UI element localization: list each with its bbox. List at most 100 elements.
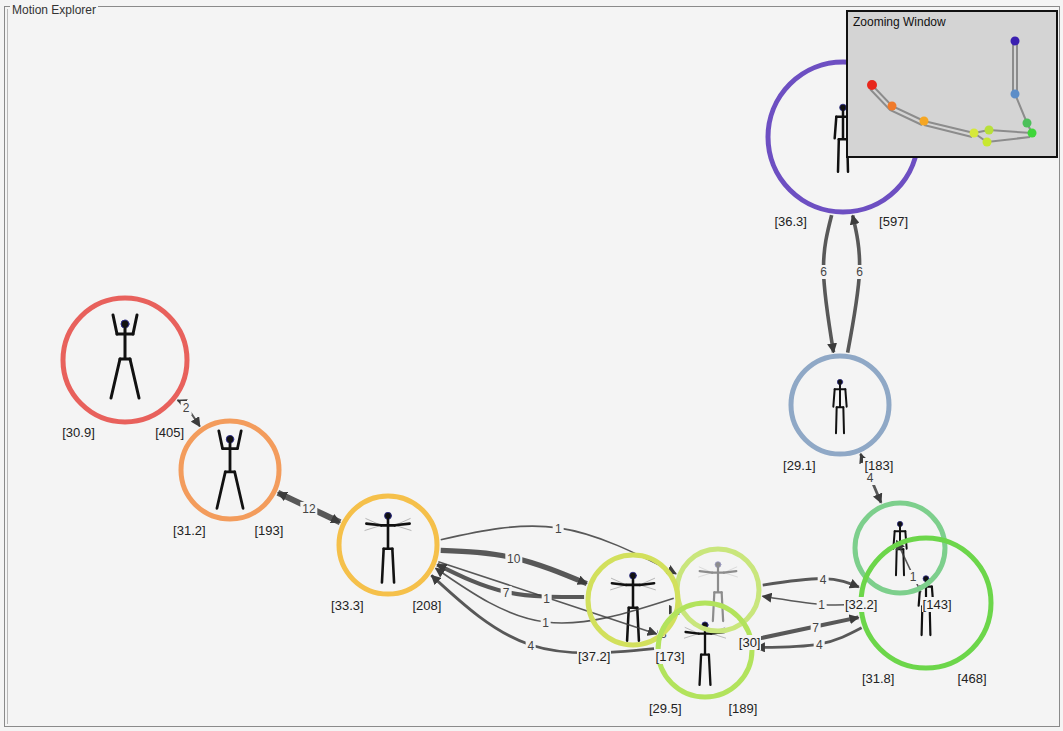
cluster-frame-count: [30] [738,635,762,650]
cluster-ring [60,295,190,425]
transition-count: 7 [810,621,821,635]
transition-arrow [897,541,921,593]
transition-count: 6 [854,265,865,279]
cluster-ring-circle [855,503,945,593]
cluster-label-wrap: [183] [863,456,894,474]
minimap [848,12,1056,156]
cluster-score: [33.3] [330,598,365,613]
transition-count-wrap: 4 [525,636,536,654]
cluster-ring [674,546,762,634]
cluster-frame-count: [143] [922,597,953,612]
transition-count: 1 [540,616,551,630]
cluster-frame-count: [189] [728,701,759,716]
transition-count-wrap: 1 [540,613,551,631]
cluster-label-wrap: [37.2] [577,647,612,665]
cluster-ring-circle [181,421,279,519]
cluster-label-wrap: [32.2] [844,595,879,613]
transition-arrow [438,562,656,634]
transition-arrow [823,215,833,352]
transition-count-wrap: 1 [553,519,564,537]
cluster-score: [29.5] [648,701,683,716]
cluster-ring-circle [677,549,759,631]
motion-cluster-circle: [37.2][173] [585,552,681,648]
transition-count-wrap: 6 [854,262,865,280]
cluster-label-wrap: [30] [738,633,762,651]
transition-count-wrap: 10 [505,549,522,567]
zooming-window: Zooming Window [846,10,1058,158]
window-title: Zooming Window [853,15,946,29]
cluster-label-wrap: [468] [957,669,988,687]
cluster-label-wrap: [33.3] [330,596,365,614]
motion-cluster-circle: [29.1][183] [788,353,892,457]
cluster-ring-circle [791,356,889,454]
cluster-score: [36.3] [773,214,808,229]
cluster-ring [585,552,681,648]
cluster-label-wrap: [405] [154,423,185,441]
cluster-frame-count: [193] [253,523,284,538]
cluster-ring [788,353,892,457]
cluster-label-wrap: [36.3] [773,212,808,230]
cluster-ring [336,493,440,597]
transition-count: 12 [300,502,317,516]
cluster-frame-count: [183] [863,458,894,473]
panel-title: Motion Explorer [10,3,98,17]
cluster-label-wrap: [193] [253,521,284,539]
cluster-ring-circle [339,496,437,594]
transition-arrow [763,596,857,605]
cluster-ring-circle [63,298,187,422]
cluster-frame-count: [208] [411,598,442,613]
motion-cluster-circle: [33.3][208] [336,493,440,597]
transition-count: 4 [818,573,829,587]
transition-count: 2 [181,401,192,415]
transition-count: 10 [505,552,522,566]
motion-cluster-circle: [30.9][405] [60,295,190,425]
cluster-frame-count: [405] [154,425,185,440]
transition-count-wrap: 4 [814,635,825,653]
transition-count-wrap: 1 [541,589,552,607]
transition-count: 4 [525,639,536,653]
cluster-frame-count: [597] [878,214,909,229]
cluster-score: [37.2] [577,649,612,664]
cluster-ring-circle [658,603,752,697]
motion-cluster-circle: [31.2][193] [178,418,282,522]
transition-count: 1 [553,522,564,536]
transition-arrow [177,400,199,426]
transition-count-wrap: 6 [818,262,829,280]
transition-count-wrap: 7 [501,583,512,601]
transition-count-wrap: 12 [300,499,317,517]
cluster-ring-circle [768,62,918,212]
cluster-label-wrap: [31.8] [861,669,896,687]
cluster-label-wrap: [208] [411,596,442,614]
transition-count: 6 [818,265,829,279]
cluster-label-wrap: [31.2] [172,521,207,539]
cluster-ring [178,418,282,522]
cluster-frame-count: [173] [655,649,686,664]
cluster-label-wrap: [597] [878,212,909,230]
transition-count-wrap: 4 [818,570,829,588]
transition-count: 4 [814,638,825,652]
transition-arrow [436,568,674,623]
transition-arrow [848,215,860,352]
transition-arrow [278,493,340,523]
cluster-score: [30.9] [61,425,96,440]
cluster-label-wrap: [143] [922,595,953,613]
cluster-score: [32.2] [844,597,879,612]
transition-count-wrap: 1 [908,567,919,585]
cluster-ring-circle [861,538,991,668]
cluster-label-wrap: [189] [728,699,759,717]
transition-arrow [763,579,859,588]
motion-cluster-circle: [30] [674,546,762,634]
cluster-label-wrap: [30.9] [61,423,96,441]
transition-count: 7 [501,586,512,600]
cluster-label-wrap: [29.5] [648,699,683,717]
cluster-label-wrap: [29.1] [782,456,817,474]
cluster-score: [31.2] [172,523,207,538]
cluster-frame-count: [468] [957,671,988,686]
transition-count-wrap: 2 [181,398,192,416]
cluster-label-wrap: [173] [655,647,686,665]
transition-count: 1 [816,598,827,612]
panel-title-wrap: Motion Explorer [10,0,98,18]
transition-count: 1 [541,592,552,606]
transition-count-wrap: 1 [816,595,827,613]
